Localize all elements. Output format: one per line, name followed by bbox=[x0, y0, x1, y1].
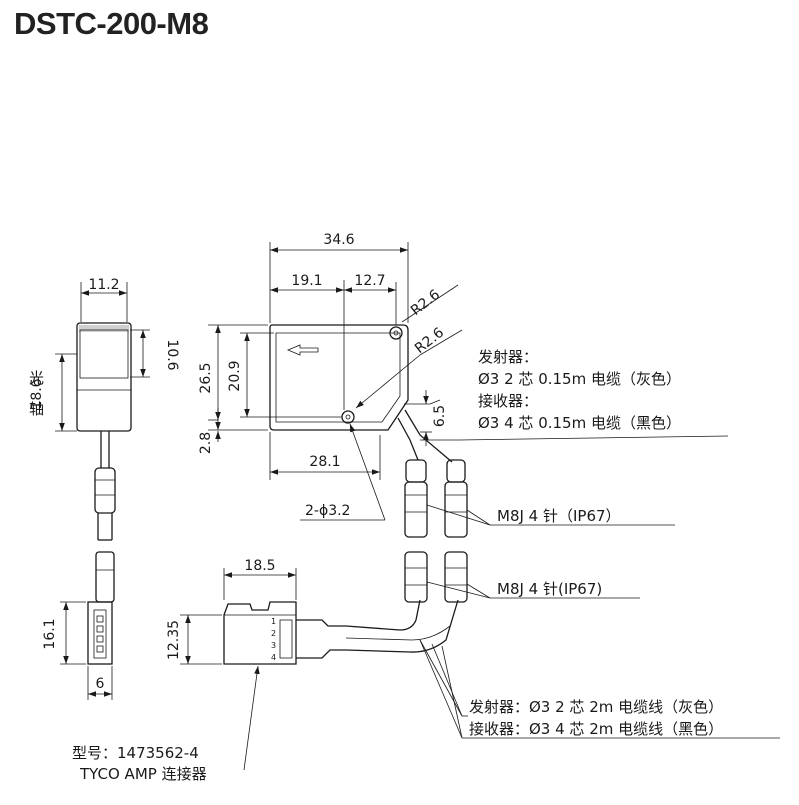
side-view-lens bbox=[79, 329, 129, 379]
plug-view-housing bbox=[87, 601, 113, 665]
emitter-long-label: 发射器：Ø3 2 芯 2m 电缆线（灰色） bbox=[469, 698, 723, 716]
long-cable-to-right-connector bbox=[345, 599, 459, 653]
emitter-short-label: 发射器： bbox=[478, 348, 538, 366]
long-cable-to-left-connector bbox=[345, 599, 421, 631]
direction-arrow-marking bbox=[286, 344, 319, 356]
m8-connector-upper-right-cap bbox=[446, 459, 466, 483]
receiver-short-spec: Ø3 4 芯 0.15m 电缆（黑色） bbox=[478, 414, 681, 432]
dimension-6-5: 6.5 bbox=[432, 405, 448, 427]
side-view bbox=[76, 322, 132, 541]
mount-holes-label: 2-ϕ3.2 bbox=[305, 503, 350, 519]
side-view-m8-connector bbox=[94, 467, 116, 514]
dimension-2-8: 2.8 bbox=[198, 432, 214, 454]
connector-name-label: TYCO AMP 连接器 bbox=[79, 765, 207, 783]
side-view-dimension-lines bbox=[55, 282, 150, 432]
side-view-body bbox=[76, 322, 132, 432]
m8-connector-lower-label: M8J 4 针(IP67) bbox=[497, 580, 602, 598]
dimension-11-2: 11.2 bbox=[88, 277, 119, 293]
receiver-short-label: 接收器： bbox=[478, 392, 538, 410]
dimension-20-9: 20.9 bbox=[227, 360, 243, 391]
long-cable-sheath-bottom bbox=[296, 649, 346, 659]
long-cable-sheath-top bbox=[296, 619, 346, 627]
dimension-6: 6 bbox=[96, 676, 105, 692]
m8-connector-upper-label: M8J 4 针（IP67） bbox=[497, 507, 621, 525]
dimension-16-1: 16.1 bbox=[42, 618, 58, 649]
optical-axis-label-2: 轴 bbox=[29, 400, 44, 418]
product-title: DSTC-200-M8 bbox=[14, 6, 209, 41]
mount-hole-bottom bbox=[341, 410, 355, 424]
dimension-26-5: 26.5 bbox=[198, 362, 214, 393]
tyco-connector-view bbox=[223, 551, 468, 665]
pin-label-3: 3 bbox=[271, 641, 276, 650]
optical-axis-label-1: 光 bbox=[29, 369, 44, 387]
receiver-long-label: 接收器：Ø3 4 芯 2m 电缆线（黑色） bbox=[469, 720, 723, 738]
dimension-18-5: 18.5 bbox=[244, 558, 275, 574]
m8-connector-upper-left bbox=[404, 481, 428, 538]
dimension-28-1: 28.1 bbox=[309, 454, 340, 470]
plug-view bbox=[87, 551, 115, 665]
plug-view-dimension-lines bbox=[60, 601, 113, 700]
pin-label-1: 1 bbox=[271, 617, 276, 626]
m8-connector-upper-left-cap bbox=[405, 459, 427, 483]
front-view-body bbox=[269, 324, 409, 431]
radius-bottom-label: R2.6 bbox=[412, 325, 447, 357]
connector-model-label: 型号：1473562-4 bbox=[72, 744, 199, 762]
tyco-connector-housing bbox=[223, 601, 297, 665]
dimension-19-1: 19.1 bbox=[291, 273, 322, 289]
front-view bbox=[269, 324, 468, 538]
plug-view-cable-boot bbox=[95, 551, 115, 603]
dimension-10-6: 10.6 bbox=[164, 339, 180, 370]
cable-short-black bbox=[404, 409, 453, 463]
dimension-12-35: 12.35 bbox=[166, 620, 182, 660]
tyco-connector-dimension-lines bbox=[180, 568, 780, 771]
pin-label-2: 2 bbox=[271, 629, 276, 638]
pin-label-4: 4 bbox=[271, 653, 276, 662]
front-view-dimension-lines bbox=[208, 242, 729, 526]
dimension-18-6: 18.6 bbox=[29, 378, 45, 409]
emitter-short-spec: Ø3 2 芯 0.15m 电缆（灰色） bbox=[478, 370, 681, 388]
mount-hole-top bbox=[389, 326, 403, 340]
dimension-12-7: 12.7 bbox=[354, 273, 385, 289]
radius-top-label: R2.6 bbox=[408, 287, 443, 319]
m8-connector-lower-left bbox=[404, 551, 428, 603]
cable-short-grey bbox=[397, 417, 419, 461]
m8-connector-lower-right bbox=[444, 551, 468, 603]
dimension-34-6: 34.6 bbox=[323, 232, 354, 248]
m8-connector-upper-right bbox=[444, 481, 468, 538]
